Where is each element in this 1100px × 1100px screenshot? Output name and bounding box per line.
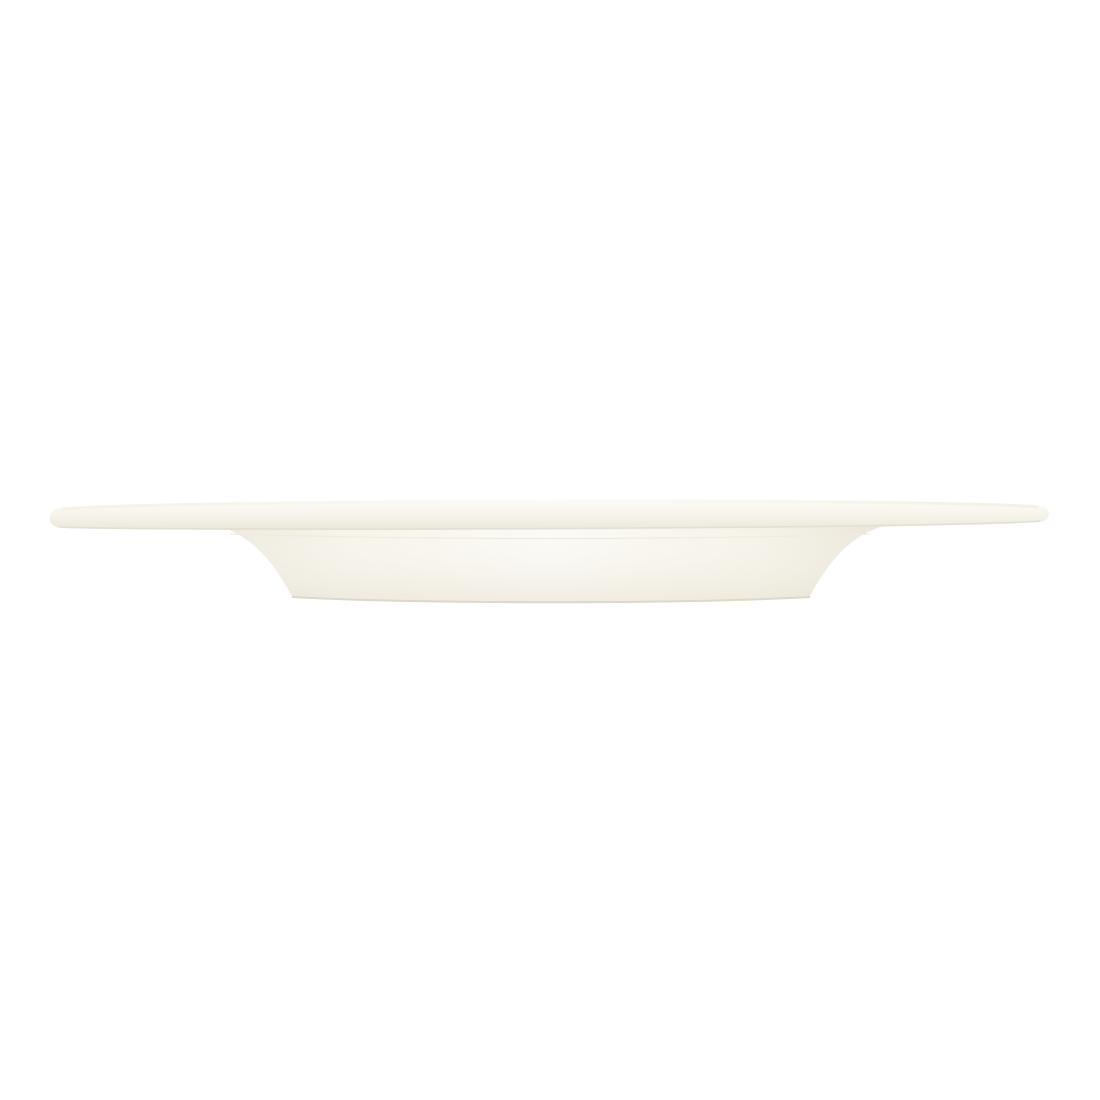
plate-rim-edge — [59, 520, 1041, 530]
plate-rim-underline — [229, 533, 871, 540]
plate-foot-shading — [210, 524, 892, 603]
plate-rim-top — [61, 499, 1039, 511]
plate-foot-edge — [291, 596, 811, 604]
plate-rim — [49, 499, 1049, 530]
